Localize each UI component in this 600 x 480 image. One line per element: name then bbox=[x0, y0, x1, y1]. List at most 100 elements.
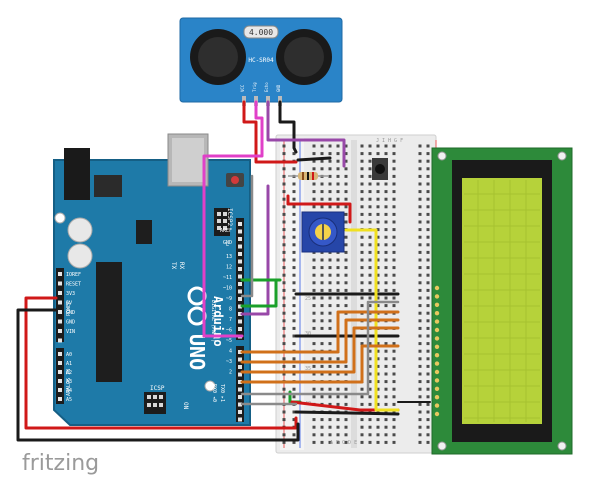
potentiometer[interactable] bbox=[301, 211, 345, 253]
wire-sensor-trig bbox=[202, 100, 264, 338]
sensor-pin-label: GND bbox=[276, 84, 281, 92]
aref-tx0-label: TX0 ▸1 bbox=[219, 384, 225, 402]
wire-black-1 bbox=[296, 156, 332, 162]
wire-gray-1 bbox=[240, 300, 400, 396]
digital-header-upper bbox=[236, 218, 244, 340]
digital-pin-label: 8 bbox=[229, 307, 232, 313]
lcd-pin bbox=[434, 336, 440, 341]
power-header bbox=[56, 268, 64, 342]
lcd-pin bbox=[434, 386, 440, 391]
lcd-pin bbox=[434, 395, 440, 400]
arduino-board: ICSP2 TX RX Arduino UNO ICSP ON L DIGITA… bbox=[53, 133, 251, 426]
gnd-label: GND bbox=[223, 240, 232, 246]
push-button[interactable] bbox=[372, 158, 388, 180]
sensor-pin-label: Echo bbox=[264, 82, 269, 92]
digital-pin-label: 4 bbox=[229, 349, 232, 355]
fritzing-watermark: fritzing bbox=[22, 451, 99, 476]
wire-black-4 bbox=[294, 410, 400, 416]
digital-pin-label: 2 bbox=[229, 370, 232, 376]
tx-label: TX bbox=[170, 262, 177, 270]
aref-label: AREF bbox=[220, 228, 232, 234]
wire-orange-4 bbox=[240, 344, 400, 384]
digital-pin-label: 13 bbox=[226, 254, 232, 260]
lcd-pin bbox=[434, 285, 440, 291]
lcd-screen bbox=[462, 178, 542, 424]
lcd-pin bbox=[434, 294, 440, 299]
power-pin-label: GND bbox=[66, 320, 75, 326]
wire-gray-3 bbox=[240, 174, 254, 298]
digital-pin-label: 12 bbox=[226, 265, 232, 271]
digital-pin-label: ~10 bbox=[223, 286, 232, 292]
rx-label: RX bbox=[178, 262, 185, 270]
l-label: L bbox=[226, 242, 229, 248]
breadboard-row-letters-bottom: A B C D E bbox=[330, 440, 357, 446]
sensor-pin-label: Trig bbox=[252, 82, 257, 92]
digital-pin-label: ~11 bbox=[223, 275, 232, 281]
sensor-display: 4.000 bbox=[249, 28, 273, 37]
lcd-pin bbox=[434, 353, 440, 358]
power-pin-label: RESET bbox=[66, 282, 81, 288]
lcd-pin bbox=[434, 319, 440, 324]
wire-orange-2 bbox=[240, 318, 400, 364]
resistor bbox=[288, 172, 328, 180]
capacitor-2 bbox=[67, 243, 93, 269]
atmega-chip bbox=[96, 262, 122, 382]
sensor-pin-label: VCC bbox=[240, 84, 245, 92]
digital-pin-label: ~5 bbox=[226, 338, 232, 344]
rx0-label: RX0 ◂0 bbox=[211, 384, 217, 402]
lcd-pin bbox=[434, 302, 440, 307]
digital-pin-label: ~9 bbox=[226, 296, 232, 302]
analog-pin-label: A5 bbox=[66, 397, 72, 403]
analog-pin-label: A4 bbox=[66, 388, 72, 394]
wire-sensor-vcc bbox=[242, 100, 298, 164]
on-label: ON bbox=[182, 402, 189, 410]
usb-chip bbox=[136, 220, 152, 244]
power-pin-label: 3V3 bbox=[66, 291, 75, 297]
wire-green-2 bbox=[240, 278, 278, 308]
icsp2-label: ICSP2 bbox=[226, 208, 233, 226]
wires bbox=[16, 100, 431, 442]
breadboard-number-25: 25 bbox=[305, 296, 311, 302]
wire-5v bbox=[24, 296, 298, 430]
wire-gnd bbox=[16, 308, 300, 442]
lcd-pin bbox=[434, 403, 440, 408]
analog-pin-label: A3 bbox=[66, 379, 72, 385]
power-label: POWER bbox=[66, 300, 72, 316]
analog-label: ANALOG IN bbox=[66, 369, 72, 396]
breadboard-row-letters-top: J I H G F bbox=[376, 138, 403, 144]
lcd-module bbox=[431, 147, 573, 455]
capacitor-1 bbox=[67, 217, 93, 243]
wire-purple-digital bbox=[240, 184, 270, 316]
voltage-regulator bbox=[94, 175, 122, 197]
analog-header bbox=[56, 348, 64, 404]
model-label: UNO bbox=[185, 334, 209, 370]
lcd-pin bbox=[434, 311, 440, 316]
power-pin-label: GND bbox=[66, 310, 75, 316]
lcd-pin bbox=[434, 411, 440, 417]
breadboard-number-35: 35 bbox=[305, 366, 311, 372]
wire-sensor-echo bbox=[266, 100, 346, 168]
digital-pin-label: ~6 bbox=[226, 328, 232, 334]
digital-pin-label: ~3 bbox=[226, 359, 232, 365]
wire-red-pot bbox=[286, 194, 352, 224]
wire-orange-3 bbox=[240, 326, 400, 374]
lcd-pin bbox=[434, 361, 440, 366]
crystal-oscillator bbox=[243, 25, 279, 39]
brand-label: Arduino bbox=[211, 296, 225, 347]
analog-pin-label: A0 bbox=[66, 352, 72, 358]
lcd-pin bbox=[434, 378, 440, 383]
analog-pin-label: A1 bbox=[66, 361, 72, 367]
lcd-pin bbox=[434, 327, 440, 333]
power-pin-label: 5V bbox=[66, 301, 72, 307]
icsp-label: ICSP bbox=[150, 385, 165, 392]
power-pin-label: IOREF bbox=[66, 272, 81, 278]
analog-pin-label: A2 bbox=[66, 370, 72, 376]
breadboard-number-30: 30 bbox=[305, 331, 311, 337]
lcd-pin bbox=[434, 369, 440, 375]
power-pin-label: VIN bbox=[66, 329, 75, 335]
lcd-pin bbox=[434, 344, 440, 349]
power-jack bbox=[64, 148, 90, 200]
digital-pin-label: 7 bbox=[229, 317, 232, 323]
